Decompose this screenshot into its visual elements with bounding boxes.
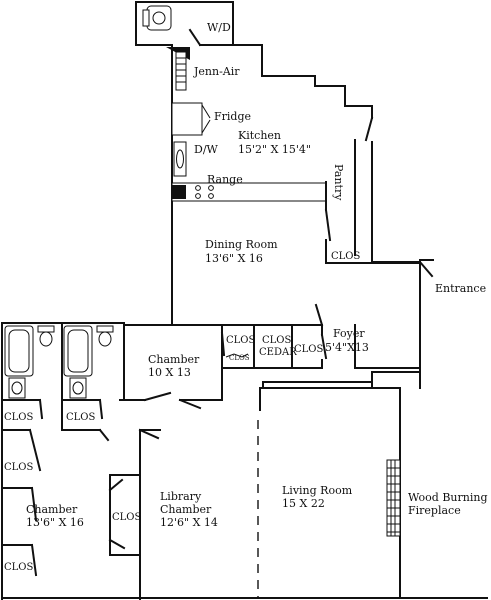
label-fridge: Fridge — [214, 110, 251, 123]
label-clos-dining: CLOS — [331, 251, 360, 262]
label-dining-size: 13'6" X 16 — [205, 252, 263, 265]
label-clos-a: CLOS — [226, 335, 255, 346]
label-clos-bath-left: CLOS — [4, 412, 33, 423]
label-wd: W/D — [207, 21, 231, 34]
labels: W/D Jenn-Air Fridge Kitchen 15'2" X 15'4… — [4, 21, 488, 573]
label-pantry: Pantry — [332, 164, 345, 201]
label-entrance: Entrance — [435, 282, 486, 295]
label-living: Living Room — [282, 484, 353, 497]
label-clos-tiny: CLOS — [229, 354, 250, 362]
label-clos-left-bottom: CLOS — [4, 562, 33, 573]
label-chamber-left-size: 13'6" X 16 — [26, 516, 84, 529]
label-clos-library: CLOS — [112, 512, 141, 523]
label-wood-burning: Wood Burning — [408, 491, 488, 504]
label-chamber-left: Chamber — [26, 503, 78, 516]
label-jenn-air: Jenn-Air — [193, 65, 240, 78]
label-library: Library — [160, 490, 202, 503]
label-chamber-small-size: 10 X 13 — [148, 366, 191, 379]
label-kitchen-size: 15'2" X 15'4" — [238, 143, 311, 156]
label-foyer: Foyer — [333, 327, 365, 340]
label-dining: Dining Room — [205, 238, 278, 251]
fixtures — [4, 5, 401, 537]
label-library-size: 12'6" X 14 — [160, 516, 218, 529]
doors — [28, 28, 434, 577]
label-clos-bath-right: CLOS — [66, 412, 95, 423]
label-range: Range — [207, 173, 243, 186]
label-fireplace: Fireplace — [408, 504, 461, 517]
label-clos-left-mid: CLOS — [4, 462, 33, 473]
label-living-size: 15 X 22 — [282, 497, 325, 510]
label-clos-cedar-1: CLOS — [262, 335, 291, 346]
label-kitchen: Kitchen — [238, 129, 281, 142]
label-clos-foyer: CLOS — [294, 344, 323, 355]
label-clos-cedar-2: CEDAR — [259, 347, 297, 358]
label-library-chamber: Chamber — [160, 503, 212, 516]
label-chamber-small: Chamber — [148, 353, 200, 366]
label-foyer-size: 5'4"X13 — [325, 341, 369, 354]
label-dw: D/W — [194, 143, 219, 156]
